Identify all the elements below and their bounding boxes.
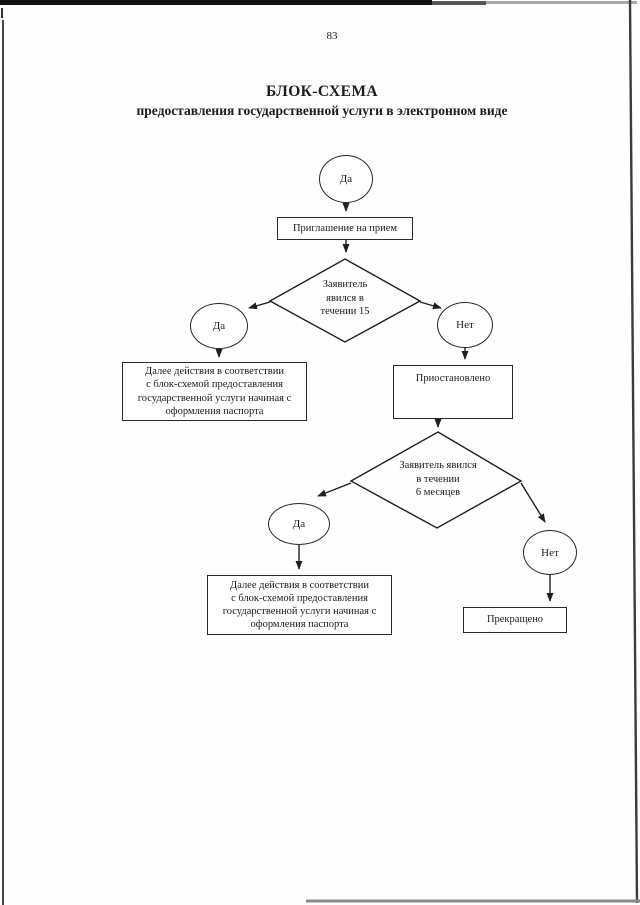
scan-artifact-top-bar [0,0,432,5]
decision2-line3: 6 месяцев [415,487,461,498]
yes1-label: Да [212,320,226,332]
scan-artifact-top-bar-light [486,1,637,4]
decision2-line2: в течении [416,473,460,485]
decision1-line2: явился в [326,292,364,304]
connector-decision2-to-yes2 [317,482,352,497]
decision2-line1: Заявитель явился [399,460,477,471]
action2-line3: государственной услуги начиная с [222,606,377,617]
invitation-label: Приглашение на прием [292,222,398,234]
node-terminated: Прекращено [463,607,567,633]
scan-artifact-left-dash [1,8,3,18]
node-invitation: Приглашение на прием [277,217,413,240]
decision1-line1: Заявитель [322,279,368,290]
scan-artifact-top-bar-fade [432,1,486,5]
scan-artifact-left-edge [2,20,4,905]
diagram-title: БЛОК-СХЕМА [265,83,378,100]
node-no-1: Нет [437,302,493,348]
diagram-subtitle: предоставления государственной услуги в … [136,103,508,118]
decision1-line3: течении 15 [320,306,370,317]
scan-artifact-right-edge [628,0,639,904]
no1-label: Нет [456,319,474,331]
node-yes-2: Да [268,503,330,545]
start-yes-label: Да [339,173,353,185]
node-yes-1: Да [190,303,248,349]
node-start-yes: Да [319,155,373,203]
decision1-label: Заявитель явился в течении 15 [295,278,395,319]
action1-line4: оформления паспорта [165,405,264,417]
connector-decision1-to-no1 [419,301,442,310]
node-suspended: Приостановлено [393,365,513,419]
no2-label: Нет [541,546,559,559]
action2-line4: оформления паспорта [250,619,349,631]
node-action-passport-1: Далее действия в соответствии с блок-схе… [122,362,307,421]
action1-line3: государственной услуги начиная с [137,392,292,404]
suspended-label: Приостановлено [415,373,491,384]
node-no-2: Нет [523,530,577,575]
page-number: 83 [326,30,338,42]
node-action-passport-2: Далее действия в соответствии с блок-схе… [207,575,392,635]
decision2-label: Заявитель явился в течении 6 месяцев [378,459,498,500]
action2-line2: с блок-схемой предоставления [231,592,368,604]
connector-decision2-to-no2 [520,482,546,523]
connector-decision1-to-yes1 [248,301,271,310]
action1-line2: с блок-схемой предоставления [146,379,283,391]
action1-line1: Далее действия в соответствии [145,366,284,378]
yes2-label: Да [292,518,306,530]
action2-line1: Далее действия в соответствии [230,579,369,591]
terminated-label: Прекращено [486,614,544,626]
